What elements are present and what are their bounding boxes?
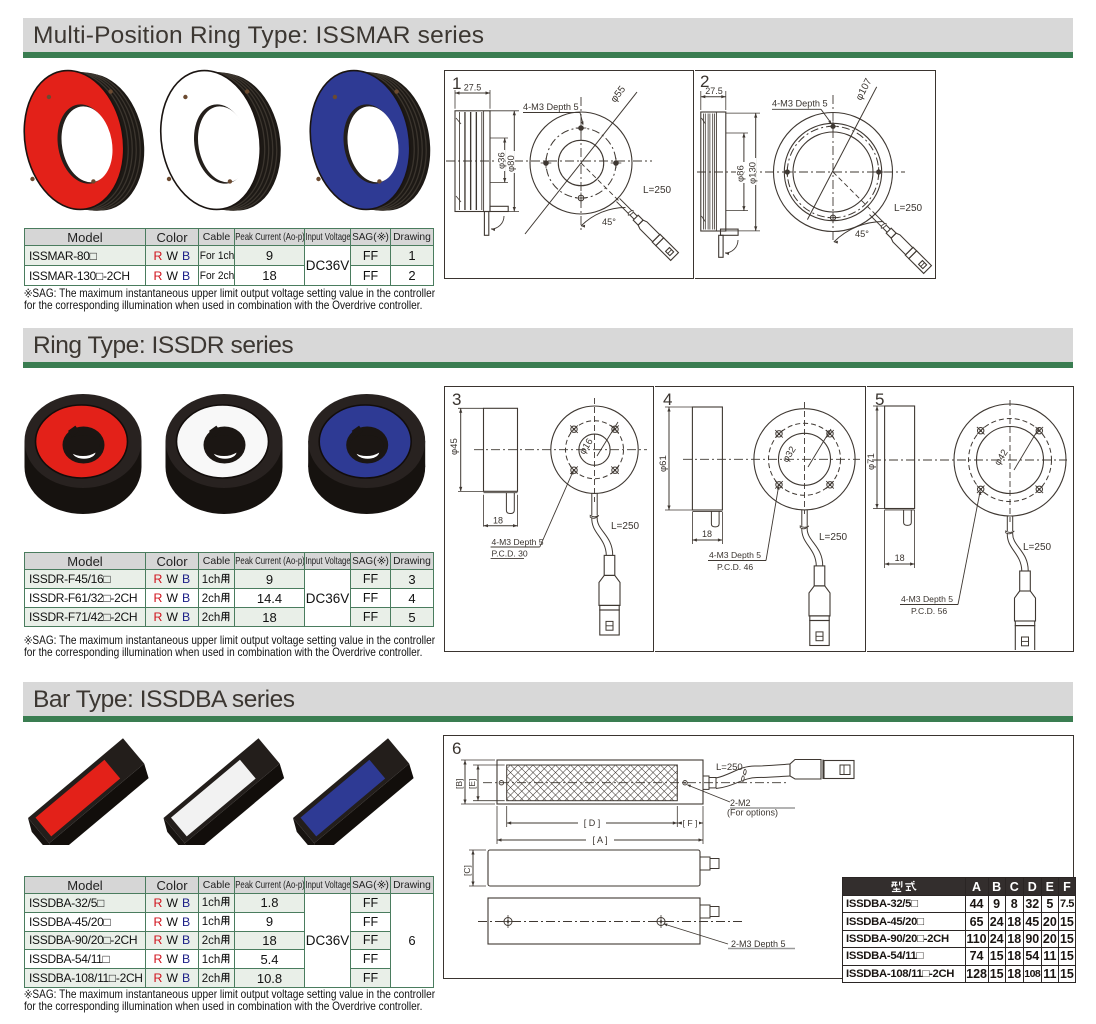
svg-text:φ16: φ16 <box>577 437 595 457</box>
svg-text:P.C.D. 46: P.C.D. 46 <box>717 562 753 572</box>
svg-text:L=250: L=250 <box>611 521 640 532</box>
svg-text:[E]: [E] <box>467 779 477 789</box>
svg-text:[C]: [C] <box>462 865 472 876</box>
svg-text:45°: 45° <box>602 217 616 227</box>
svg-text:4-M3 Depth 5: 4-M3 Depth 5 <box>901 594 953 604</box>
svg-text:P.C.D. 56: P.C.D. 56 <box>911 606 947 616</box>
svg-text:4-M3 Depth 5: 4-M3 Depth 5 <box>772 99 828 109</box>
svg-text:P.C.D. 30: P.C.D. 30 <box>492 549 528 559</box>
svg-text:φ86: φ86 <box>736 165 747 182</box>
svg-text:4-M3 Depth 5: 4-M3 Depth 5 <box>523 102 579 112</box>
svg-text:27.5: 27.5 <box>705 86 723 96</box>
svg-text:φ42: φ42 <box>992 448 1010 468</box>
svg-text:[B]: [B] <box>454 779 464 789</box>
svg-text:4-M3 Depth 5: 4-M3 Depth 5 <box>709 550 761 560</box>
svg-text:L=250: L=250 <box>716 762 743 773</box>
svg-text:φ36: φ36 <box>496 152 507 169</box>
svg-text:φ71: φ71 <box>867 453 877 470</box>
svg-text:18: 18 <box>895 553 905 563</box>
svg-text:18: 18 <box>493 516 503 526</box>
svg-text:[ F ]: [ F ] <box>683 818 698 828</box>
svg-text:φ107: φ107 <box>854 76 875 102</box>
svg-text:φ45: φ45 <box>449 438 460 455</box>
svg-text:27.5: 27.5 <box>464 83 482 93</box>
svg-text:L=250: L=250 <box>643 185 672 196</box>
svg-text:(For options): (For options) <box>727 808 778 818</box>
svg-text:2-M3 Depth 5: 2-M3 Depth 5 <box>731 939 786 949</box>
svg-text:45°: 45° <box>855 229 869 239</box>
svg-text:4-M3 Depth 5: 4-M3 Depth 5 <box>492 537 544 547</box>
svg-text:φ55: φ55 <box>609 84 629 105</box>
svg-text:[ D ]: [ D ] <box>584 818 601 828</box>
svg-text:φ130: φ130 <box>747 162 758 184</box>
svg-text:L=250: L=250 <box>819 532 848 543</box>
svg-text:φ32: φ32 <box>780 445 798 465</box>
svg-text:2-M2: 2-M2 <box>730 798 751 808</box>
svg-text:L=250: L=250 <box>894 203 923 214</box>
svg-text:L=250: L=250 <box>1023 542 1052 553</box>
svg-text:18: 18 <box>702 529 712 539</box>
svg-text:[ A ]: [ A ] <box>592 835 607 845</box>
svg-text:φ80: φ80 <box>506 155 517 172</box>
svg-text:φ61: φ61 <box>658 455 669 472</box>
